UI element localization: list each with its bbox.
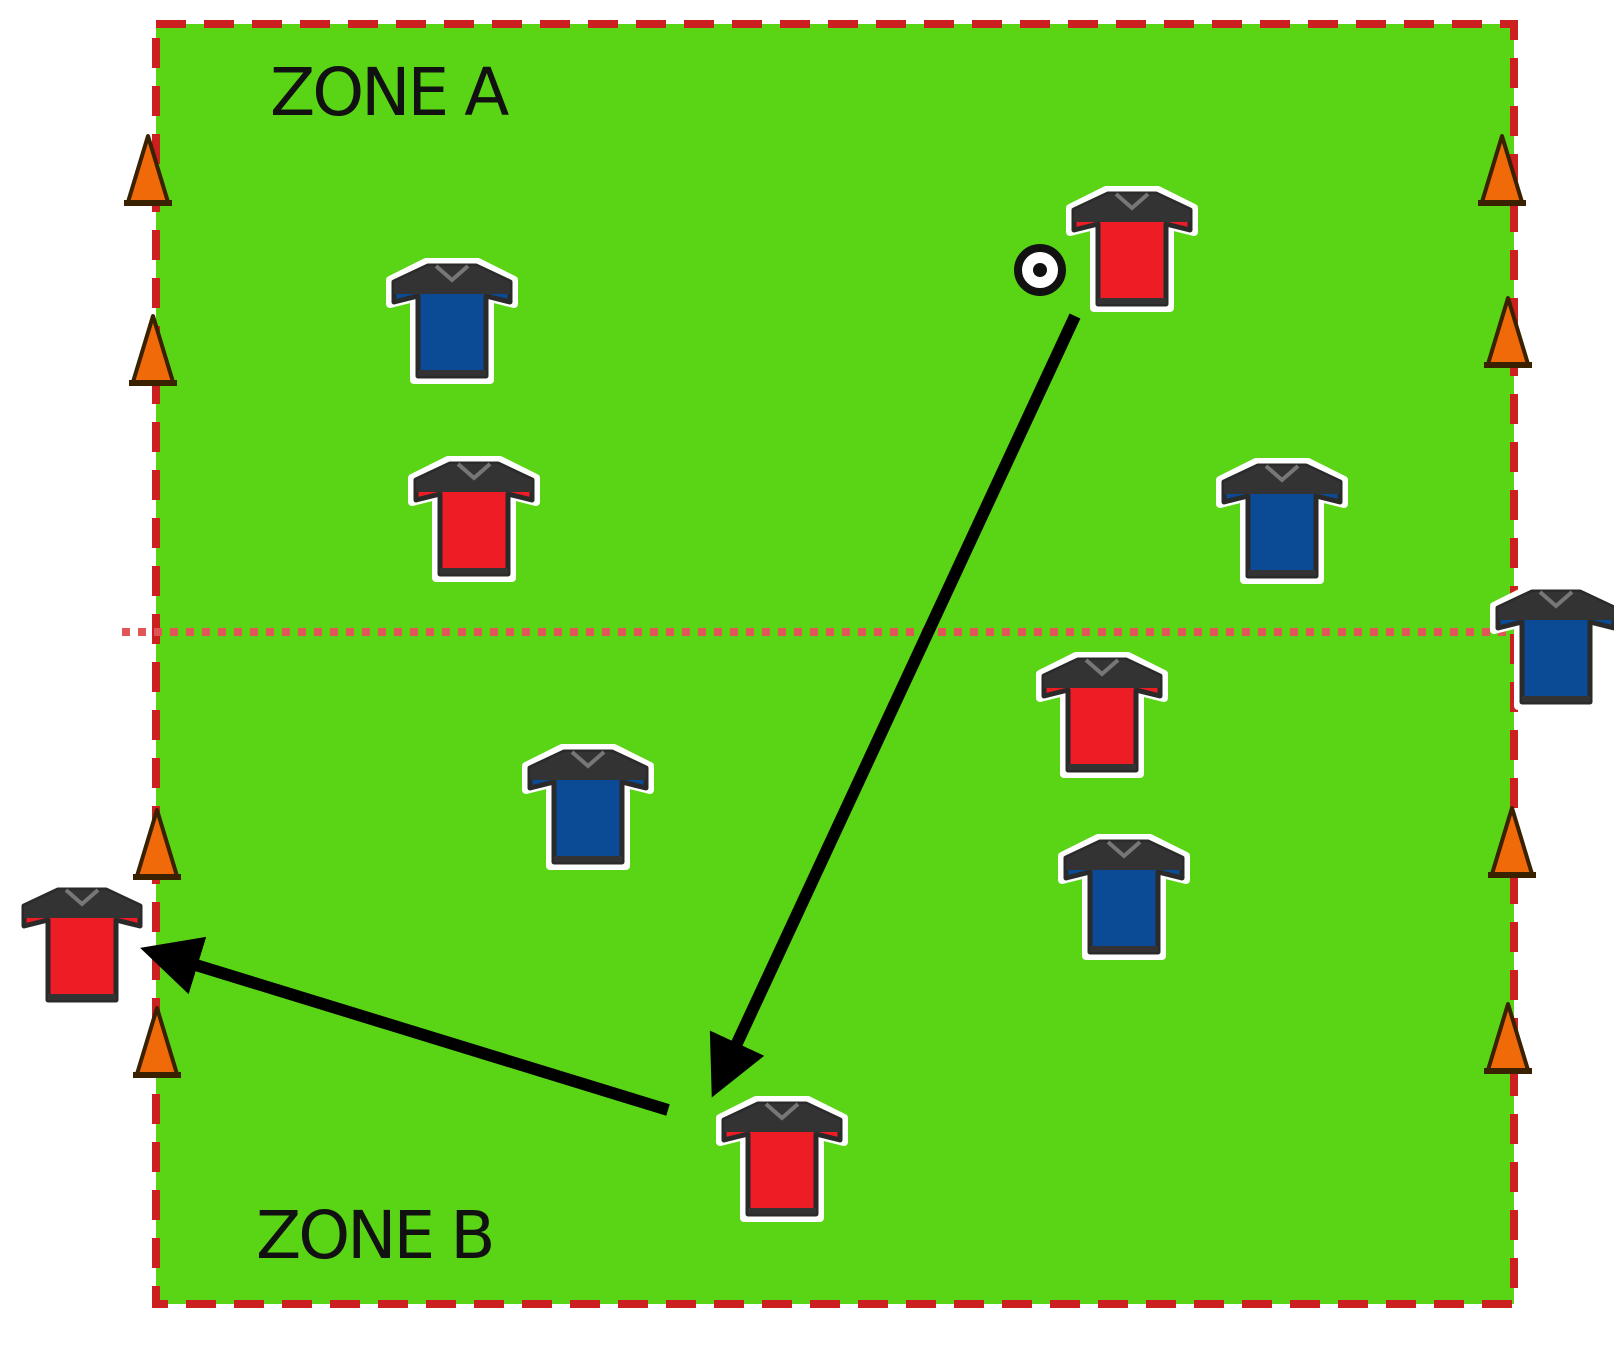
pitch (156, 24, 1514, 1304)
zone-a-label: ZONE A (270, 54, 509, 131)
pass-arrow (709, 313, 1081, 1098)
zone-b-label: ZONE B (256, 1197, 493, 1274)
pass-arrow (140, 936, 670, 1116)
red-player-shirt-icon (20, 886, 144, 1004)
ball-icon (1014, 244, 1066, 296)
